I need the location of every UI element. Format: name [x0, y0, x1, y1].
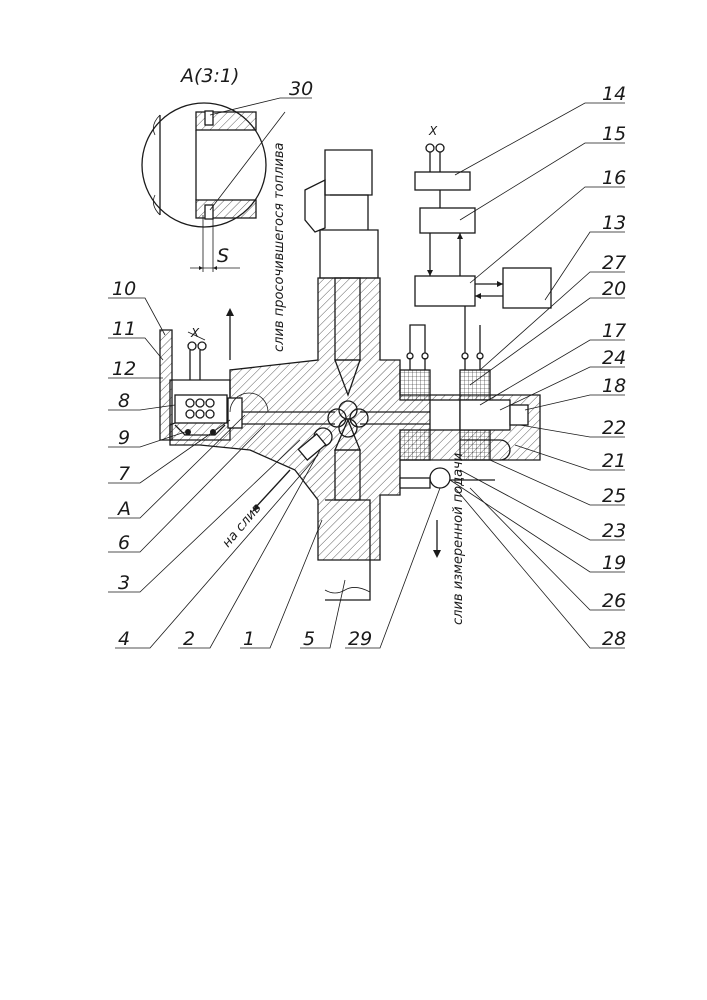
dimension-s: S — [217, 245, 229, 267]
label-23: 23 — [602, 520, 626, 542]
block-16 — [415, 276, 475, 306]
label-16: 16 — [602, 167, 626, 189]
control-block-diagram — [415, 144, 551, 308]
label-13: 13 — [602, 212, 626, 234]
label-25: 25 — [602, 485, 626, 507]
label-7: 7 — [118, 463, 130, 485]
label-11: 11 — [112, 318, 136, 340]
label-1: 1 — [243, 628, 255, 650]
terminal-x-top: X — [428, 124, 438, 138]
label-8: 8 — [118, 390, 130, 412]
label-6: 6 — [118, 532, 130, 554]
label-5: 5 — [303, 628, 315, 650]
measured-drain-note: слив измеренной подачи — [451, 453, 466, 625]
svg-text:A(3:1): A(3:1) — [179, 65, 239, 87]
block-14 — [415, 172, 470, 190]
label-2: 2 — [183, 628, 195, 650]
label-18: 18 — [602, 375, 626, 397]
label-21: 21 — [602, 450, 626, 472]
label-3: 3 — [118, 572, 130, 594]
label-a: A — [116, 498, 131, 520]
label-9: 9 — [118, 427, 130, 449]
block-13 — [503, 268, 551, 308]
detail-title: A(3:1) — [179, 65, 239, 87]
label-28: 28 — [602, 628, 626, 650]
label-20: 20 — [602, 278, 626, 300]
to-drain-note: на слив — [220, 501, 265, 551]
label-30: 30 — [289, 78, 313, 100]
terminal-x-left: X — [190, 326, 200, 340]
block-15 — [420, 208, 475, 233]
label-26: 26 — [602, 590, 626, 612]
label-19: 19 — [602, 552, 626, 574]
leak-drain-note: слив просочившегося топлива — [272, 142, 287, 352]
label-4: 4 — [118, 628, 130, 650]
label-10: 10 — [112, 278, 136, 300]
label-17: 17 — [602, 320, 626, 342]
label-29: 29 — [348, 628, 372, 650]
label-15: 15 — [602, 123, 626, 145]
label-22: 22 — [602, 417, 626, 439]
label-27: 27 — [602, 252, 626, 274]
label-24: 24 — [602, 347, 626, 369]
label-12: 12 — [112, 358, 136, 380]
label-14: 14 — [602, 83, 626, 105]
